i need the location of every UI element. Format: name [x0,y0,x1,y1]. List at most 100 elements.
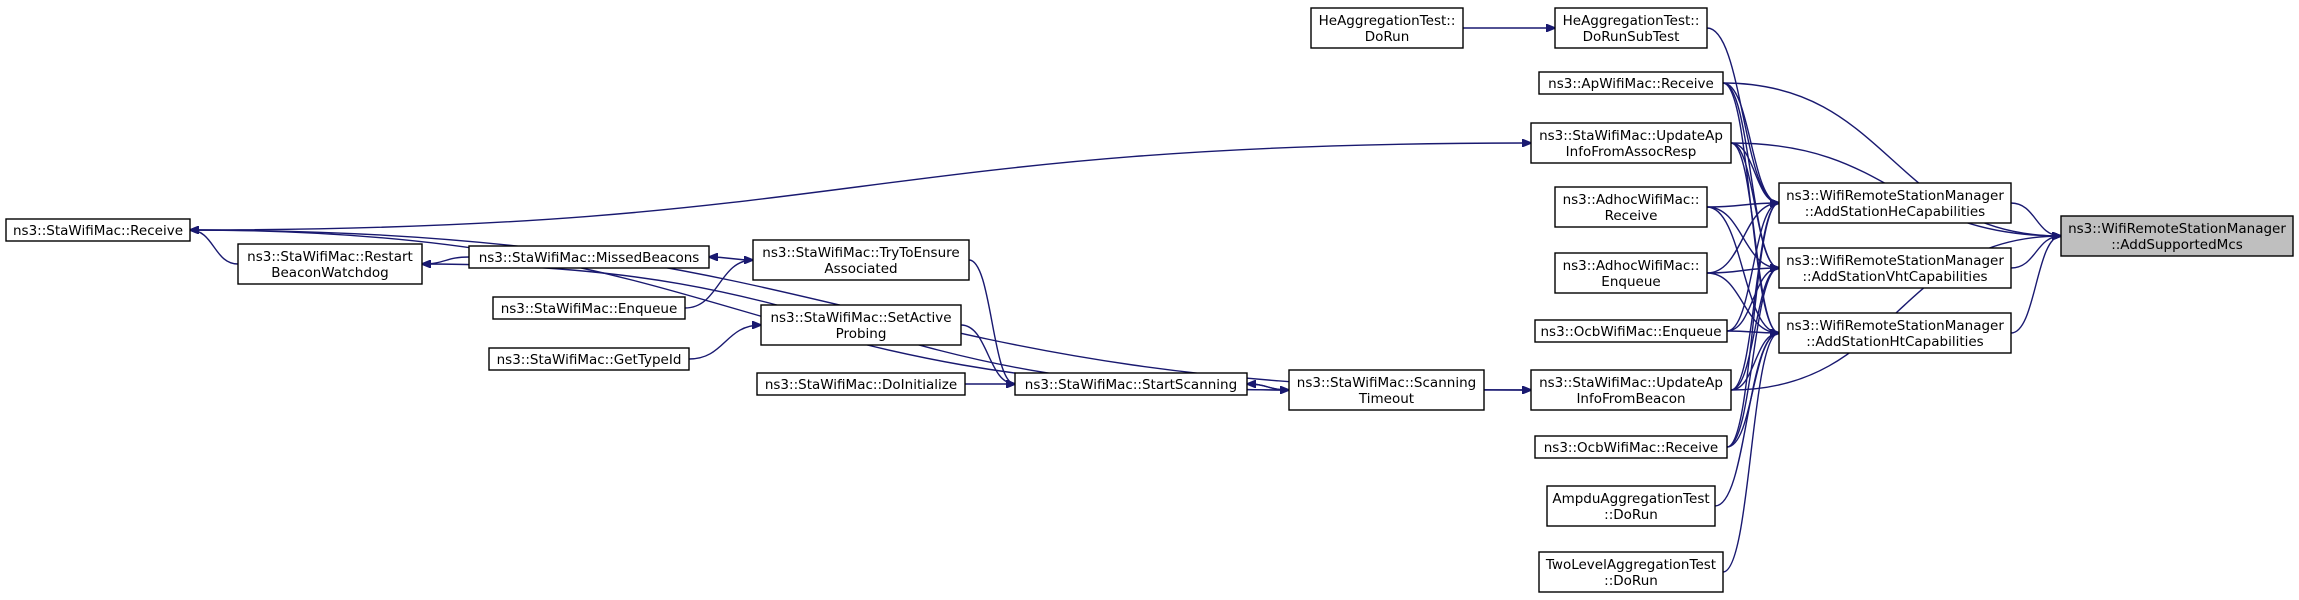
node-label: DoRunSubTest [1583,29,1680,45]
node-label: ns3::StaWifiMac::Restart [247,249,413,265]
edges-layer [189,28,2061,573]
edge-sta-try-ensure-to-sta-missed-beacons [709,257,754,260]
node-adhoc-enqueue[interactable]: ns3::AdhocWifiMac::Enqueue [1554,252,1708,294]
node-label: ns3::StaWifiMac::UpdateAp [1539,128,1723,144]
edge-sta-gettypeid-to-sta-set-active [688,325,761,360]
node-box[interactable] [1538,71,1724,95]
node-ocb-receive[interactable]: ns3::OcbWifiMac::Receive [1534,435,1728,459]
node-ampdu-dorun[interactable]: AmpduAggregationTest::DoRun [1546,485,1716,527]
node-he-agg-dorun[interactable]: HeAggregationTest::DoRun [1310,7,1464,49]
node-box[interactable] [1288,369,1485,411]
node-box[interactable] [1554,252,1708,294]
node-add-station-he[interactable]: ns3::WifiRemoteStationManager::AddStatio… [1778,182,2012,224]
node-adhoc-receive[interactable]: ns3::AdhocWifiMac::Receive [1554,186,1708,228]
edge-sta-set-active-to-sta-start-scanning [960,324,1015,384]
edge-sta-update-assoc-to-add-station-ht [1730,142,1779,333]
node-label: ::DoRun [1604,573,1658,589]
edge-ap-receive-to-add-station-he [1722,82,1779,203]
node-box[interactable] [1554,186,1708,228]
node-label: ::DoRun [1604,507,1658,523]
edge-ampdu-dorun-to-add-station-ht [1714,333,1779,507]
node-label: ns3::StaWifiMac::MissedBeacons [479,250,700,266]
node-box[interactable] [1554,7,1708,49]
edge-ap-receive-to-add-supported-mcs [1722,82,2061,236]
node-box[interactable] [468,245,710,269]
edge-sta-enqueue-to-sta-try-ensure [684,260,753,309]
edge-adhoc-enqueue-to-add-station-ht [1706,272,1779,333]
node-label: Associated [824,261,897,277]
node-add-supported-mcs[interactable]: ns3::WifiRemoteStationManager::AddSuppor… [2060,215,2294,257]
node-sta-update-assoc[interactable]: ns3::StaWifiMac::UpdateApInfoFromAssocRe… [1530,122,1732,164]
node-label: ::AddStationHtCapabilities [1806,334,1983,350]
node-label: ns3::StaWifiMac::Receive [13,223,183,239]
node-sta-gettypeid[interactable]: ns3::StaWifiMac::GetTypeId [488,347,690,371]
node-label: InfoFromAssocResp [1566,144,1697,160]
node-box[interactable] [1778,182,2012,224]
node-add-station-ht[interactable]: ns3::WifiRemoteStationManager::AddStatio… [1778,312,2012,354]
edge-sta-receive-to-sta-update-assoc [189,143,1531,231]
node-label: Receive [1605,208,1658,224]
node-box[interactable] [237,243,423,285]
node-box[interactable] [488,347,690,371]
node-box[interactable] [1534,435,1728,459]
edge-add-station-vht-to-add-supported-mcs [2010,236,2061,269]
node-box[interactable] [1778,247,2012,289]
edge-sta-try-ensure-to-sta-start-scanning [968,259,1015,384]
node-box[interactable] [1538,551,1724,593]
node-label: ns3::WifiRemoteStationManager [1786,188,2004,204]
node-box[interactable] [1546,485,1716,527]
node-label: Timeout [1358,391,1414,407]
edge-sta-update-assoc-to-add-station-he [1730,142,1779,203]
node-sta-receive[interactable]: ns3::StaWifiMac::Receive [5,218,191,242]
edge-ap-receive-to-add-station-vht [1722,82,1779,268]
node-label: DoRun [1365,29,1410,45]
node-box[interactable] [1534,319,1728,343]
node-label: ::AddStationVhtCapabilities [1802,269,1987,285]
edge-sta-update-assoc-to-add-station-vht [1730,142,1779,268]
edge-add-station-he-to-add-supported-mcs [2010,202,2061,236]
node-box[interactable] [2060,215,2294,257]
node-box[interactable] [756,372,966,396]
node-box[interactable] [1310,7,1464,49]
node-box[interactable] [1530,369,1732,411]
node-label: ns3::StaWifiMac::SetActive [770,310,951,326]
node-box[interactable] [760,304,962,346]
node-label: ns3::StaWifiMac::Scanning [1297,375,1476,391]
node-label: ns3::StaWifiMac::Enqueue [501,301,678,317]
node-box[interactable] [752,239,970,281]
node-label: ns3::AdhocWifiMac:: [1563,192,1700,208]
node-add-station-vht[interactable]: ns3::WifiRemoteStationManager::AddStatio… [1778,247,2012,289]
node-box[interactable] [5,218,191,242]
node-label: HeAggregationTest:: [1319,13,1456,29]
node-he-agg-dorunsubtest[interactable]: HeAggregationTest::DoRunSubTest [1554,7,1708,49]
edge-sta-missed-beacons-to-sta-restart-watchdog [422,256,470,264]
node-label: ns3::StaWifiMac::UpdateAp [1539,375,1723,391]
node-sta-enqueue[interactable]: ns3::StaWifiMac::Enqueue [492,296,686,320]
node-box[interactable] [492,296,686,320]
node-sta-doinitialize[interactable]: ns3::StaWifiMac::DoInitialize [756,372,966,396]
node-twolevel-dorun[interactable]: TwoLevelAggregationTest::DoRun [1538,551,1724,593]
node-sta-start-scanning[interactable]: ns3::StaWifiMac::StartScanning [1014,372,1248,396]
edge-add-station-ht-to-add-supported-mcs [2010,236,2061,334]
edge-ocb-receive-to-add-station-he [1726,203,1779,448]
edge-twolevel-dorun-to-add-station-ht [1722,333,1779,573]
node-ap-receive[interactable]: ns3::ApWifiMac::Receive [1538,71,1724,95]
node-box[interactable] [1014,372,1248,396]
node-box[interactable] [1778,312,2012,354]
node-sta-missed-beacons[interactable]: ns3::StaWifiMac::MissedBeacons [468,245,710,269]
node-label: ns3::OcbWifiMac::Enqueue [1540,324,1721,340]
node-label: InfoFromBeacon [1576,391,1685,407]
node-label: ns3::StaWifiMac::TryToEnsure [762,245,959,261]
node-label: ns3::OcbWifiMac::Receive [1544,440,1719,456]
node-label: ns3::WifiRemoteStationManager [1786,253,2004,269]
node-label: ns3::ApWifiMac::Receive [1548,76,1714,92]
node-ocb-enqueue[interactable]: ns3::OcbWifiMac::Enqueue [1534,319,1728,343]
node-box[interactable] [1530,122,1732,164]
